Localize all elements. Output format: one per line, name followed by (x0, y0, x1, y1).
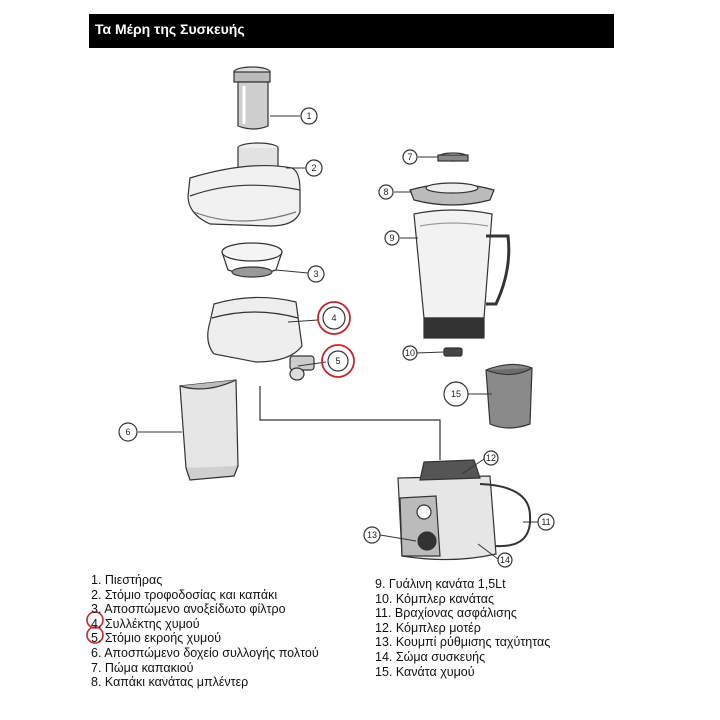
pusher-part (233, 66, 271, 130)
legend-item: 10. Κόμπλερ κανάτας (375, 591, 495, 606)
callout-12: 12 (483, 450, 499, 466)
callout-8: 8 (378, 184, 394, 200)
callout-10: 10 (402, 345, 418, 361)
callout-label: 12 (486, 453, 496, 463)
callout-4: 4 (317, 301, 351, 335)
leader-line (379, 534, 417, 542)
legend-item: 13. Κουμπί ρύθμισης ταχύτητας (375, 635, 551, 650)
legend-item: 14. Σώμα συσκευής (375, 649, 486, 664)
legend-item: 4. Συλλέκτης χυμού (91, 616, 200, 631)
juice-spout-part (289, 355, 315, 381)
legend-item: 6. Αποσπώμενο δοχείο συλλογής πολτού (91, 645, 319, 660)
legend-highlight-4 (86, 611, 104, 629)
feed-tube-cover-part (187, 142, 301, 227)
legend-item: 11. Βραχίονας ασφάλισης (375, 606, 517, 621)
callout-2: 2 (305, 159, 323, 177)
callout-label: 10 (405, 348, 415, 358)
legend-item: 15. Κανάτα χυμού (375, 664, 475, 679)
leader-line (415, 351, 445, 354)
legend-item: 3. Αποσπώμενο ανοξείδωτο φίλτρο (91, 602, 286, 617)
callout-label: 3 (313, 269, 318, 279)
leader-line (275, 269, 309, 274)
callout-label: 5 (335, 356, 340, 366)
callout-5: 5 (321, 344, 355, 378)
glass-jug-part (413, 209, 511, 339)
lid-cap-part (437, 152, 469, 162)
callout-6: 6 (118, 422, 138, 442)
motor-base-part (397, 459, 532, 561)
callout-9: 9 (384, 230, 400, 246)
jug-coupler-part (443, 347, 463, 357)
pulp-container-part (179, 379, 239, 481)
blender-lid-part (409, 182, 495, 206)
callout-label: 15 (451, 389, 461, 399)
section-title: Τα Μέρη της Συσκευής (95, 21, 245, 37)
callout-label: 13 (367, 530, 377, 540)
legend-left: 1. Πιεστήρας 2. Στόμιο τροφοδοσίας και κ… (91, 573, 319, 690)
callout-label: 9 (389, 233, 394, 243)
callout-15: 15 (443, 381, 469, 407)
callout-13: 13 (363, 526, 381, 544)
callout-label: 7 (407, 152, 412, 162)
leader-line (287, 319, 319, 323)
callout-label: 8 (383, 187, 388, 197)
callout-1: 1 (300, 107, 318, 125)
legend-item: 12. Κόμπλερ μοτέρ (375, 620, 481, 635)
leader-line (477, 543, 499, 560)
juice-collector-part (207, 296, 303, 363)
callout-11: 11 (537, 513, 555, 531)
legend-item: 1. Πιεστήρας (91, 573, 163, 587)
section-header: Τα Μέρη της Συσκευής (89, 14, 614, 48)
legend-item: 7. Πώμα καπακιού (91, 660, 194, 675)
juice-jug-part (485, 363, 533, 429)
callout-label: 4 (331, 313, 336, 323)
legend-item: 2. Στόμιο τροφοδοσίας και καπάκι (91, 587, 278, 602)
filter-basket-part (221, 242, 283, 278)
callout-label: 2 (311, 163, 316, 173)
callout-label: 1 (306, 111, 311, 121)
callout-label: 14 (500, 555, 510, 565)
legend-item: 5. Στόμιο εκροής χυμού (91, 631, 222, 646)
callout-label: 6 (125, 427, 130, 437)
legend-item: 9. Γυάλινη κανάτα 1,5Lt (375, 577, 506, 591)
leader-line (461, 458, 485, 475)
callout-14: 14 (497, 552, 513, 568)
legend-item: 8. Καπάκι κανάτας μπλέντερ (91, 675, 249, 690)
callout-7: 7 (402, 149, 418, 165)
legend-right: 9. Γυάλινη κανάτα 1,5Lt 10. Κόμπλερ κανά… (375, 577, 550, 679)
callout-label: 11 (541, 517, 550, 527)
legend-highlight-5 (86, 626, 104, 644)
callout-3: 3 (307, 265, 325, 283)
